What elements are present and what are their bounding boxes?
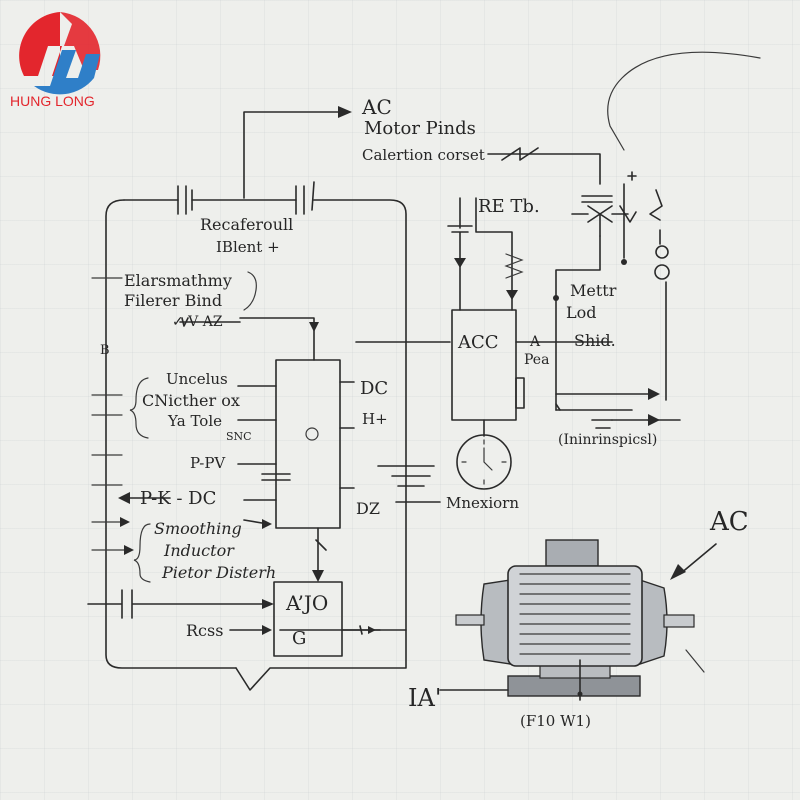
label-a: A [529,334,541,350]
label-ac-top: AC [361,95,392,119]
label-re-tb: RE Tb. [478,196,540,217]
label-dc-right: DC [360,378,388,399]
braces [129,271,257,583]
label-motor-pinds: Motor Pinds [364,118,476,139]
label-a-jo: A’JO [285,591,328,615]
label-ia: IA' [408,684,441,712]
label-filerer-bind: Filerer Bind [124,291,222,310]
label-pea: Pea [524,352,549,368]
label-uncelus: Uncelus [166,370,228,388]
label-p-pv: P-PV [190,454,226,472]
label-pk-dc: P-K - DC [140,488,216,509]
label-mnexiorn: Mnexiorn [446,494,519,512]
label-h-plus: H+ [362,410,388,428]
ac-motor [439,539,717,701]
label-elarsmathmy: Elarsmathmy [124,271,232,290]
label-smoothing: Smoothing [154,519,242,538]
label-iblent: IBlent + [216,238,280,256]
label-g: G [292,628,306,649]
label-acc: ACC [457,332,499,353]
acc-section [355,197,613,503]
main-loop [87,106,407,691]
label-b-mark: B [100,343,110,358]
label-recaferoull: Recaferoull [200,215,293,234]
label-ya-tole: Ya Tole [167,412,222,430]
label-shid: Shid. [574,331,616,350]
hung-long-logo: HUNG LONG [10,12,101,109]
label-lod: Lod [566,303,597,322]
label-inductor: Inductor [163,541,235,560]
central-block [118,317,355,582]
label-cnicther-ox: CNicther ox [142,391,240,410]
label-az: ✓ V AZ [172,314,223,330]
label-snc: SNC [226,430,252,443]
ajo-block [229,581,381,657]
labels: AC Motor Pinds Calertion corset Recafero… [100,95,749,730]
switch-section [487,51,761,429]
label-calertion: Calertion corset [362,146,485,164]
label-ac-motor: AC [709,507,749,537]
label-flow: (F10 W1) [520,712,591,730]
label-mettr: Mettr [570,281,617,300]
label-dz: DZ [356,499,380,518]
brand-name: HUNG LONG [10,93,95,109]
label-pietor: Pietor Disterh [161,563,276,582]
label-rcss: Rcss [186,621,223,640]
label-ininrinspicsl: (Ininrinspicsl) [558,432,657,448]
